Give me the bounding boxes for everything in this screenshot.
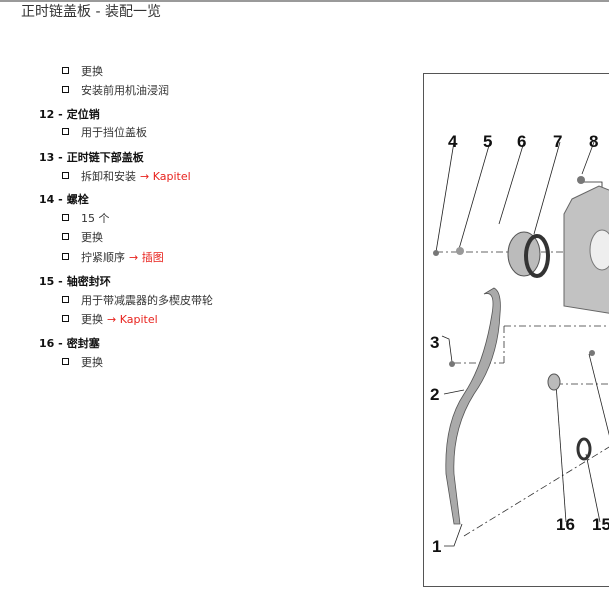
bullet-icon [62, 86, 69, 93]
list-item: 更换 [62, 63, 103, 79]
list-item: 用于带减震器的多楔皮带轮 [62, 292, 213, 308]
item-text: 更换 [81, 231, 103, 244]
item-text: 安装前用机油浸润 [81, 84, 169, 97]
reference-link[interactable]: → Kapitel [140, 170, 191, 183]
item-text: 更换 [81, 313, 103, 326]
list-item: 安装前用机油浸润 [62, 82, 169, 98]
item-text: 更换 [81, 356, 103, 369]
bullet-icon [62, 67, 69, 74]
item-heading: 12 -定位销 [39, 106, 100, 122]
bullet-icon [62, 253, 69, 260]
label-4: 4 [448, 132, 458, 151]
list-item: 15 个 [62, 210, 110, 226]
list-item: 更换 [62, 354, 103, 370]
page-title: 正时链盖板 - 装配一览 [21, 4, 161, 20]
item-text: 轴密封环 [66, 275, 111, 288]
item-heading: 16 -密封塞 [39, 335, 100, 351]
item-text: 拧紧顺序 [81, 251, 125, 264]
item-text: 定位销 [66, 108, 100, 121]
list-item: 更换 [62, 229, 103, 245]
item-text: 正时链下部盖板 [66, 151, 144, 164]
label-5: 5 [483, 132, 492, 151]
item-number: 15 - [39, 275, 63, 288]
list-item: 拧紧顺序 → 插图 [62, 249, 164, 265]
item-heading: 15 -轴密封环 [39, 273, 111, 289]
item-text: 拆卸和安装 [81, 170, 136, 183]
reference-link[interactable]: → Kapitel [107, 313, 158, 326]
item-text: 用于挡位盖板 [81, 126, 147, 139]
item-text: 密封塞 [66, 337, 100, 350]
bullet-icon [62, 172, 69, 179]
label-2: 2 [430, 385, 439, 404]
bullet-icon [62, 296, 69, 303]
item-number: 12 - [39, 108, 63, 121]
bullet-icon [62, 214, 69, 221]
list-item: 更换 → Kapitel [62, 311, 158, 327]
item-text: 螺栓 [66, 193, 89, 206]
item-heading: 14 -螺栓 [39, 191, 89, 207]
bullet-icon [62, 128, 69, 135]
label-8: 8 [589, 132, 598, 151]
reference-link[interactable]: → 插图 [129, 251, 164, 264]
bullet-icon [62, 358, 69, 365]
top-border [0, 0, 609, 2]
list-item: 用于挡位盖板 [62, 124, 147, 140]
item-number: 13 - [39, 151, 63, 164]
label-1: 1 [432, 537, 441, 556]
label-7: 7 [553, 132, 562, 151]
item-heading: 13 -正时链下部盖板 [39, 149, 144, 165]
list-item: 拆卸和安装 → Kapitel [62, 168, 191, 184]
item-number: 14 - [39, 193, 63, 206]
assembly-diagram: 4 5 6 7 8 3 2 1 16 15 [423, 73, 609, 587]
label-6: 6 [517, 132, 526, 151]
bullet-icon [62, 315, 69, 322]
bullet-icon [62, 233, 69, 240]
item-text: 更换 [81, 65, 103, 78]
label-16: 16 [556, 515, 575, 534]
item-number: 16 - [39, 337, 63, 350]
label-15: 15 [592, 515, 609, 534]
item-text: 用于带减震器的多楔皮带轮 [81, 294, 213, 307]
item-text: 15 个 [81, 212, 110, 225]
label-3: 3 [430, 333, 439, 352]
